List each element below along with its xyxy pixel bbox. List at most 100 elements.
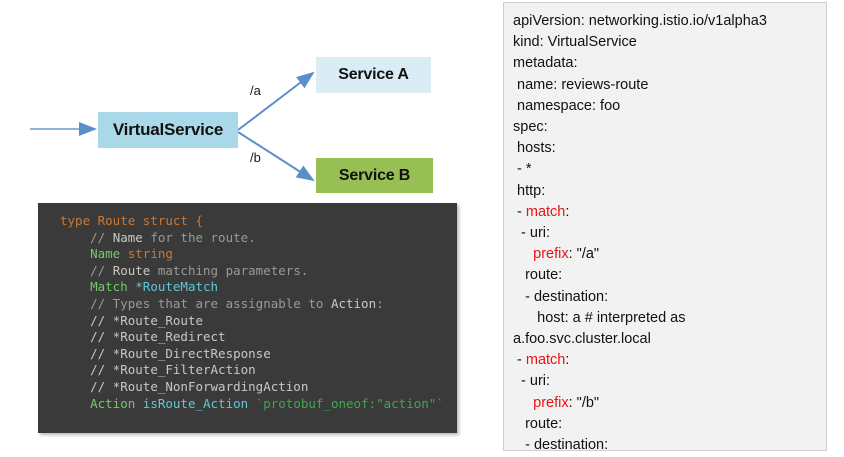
yaml-token: : "/a" — [568, 246, 600, 263]
yaml-token: match — [525, 203, 566, 220]
code-token — [60, 296, 90, 311]
yaml-line: metadata: — [513, 53, 826, 74]
yaml-line: name: reviews-route — [513, 75, 826, 96]
go-code-panel: type Route struct { // Name for the rout… — [38, 203, 457, 433]
code-token: : — [376, 295, 384, 311]
edge-label-path-b: /b — [250, 150, 261, 165]
code-token: // *Route_NonForwardingAction — [90, 378, 309, 394]
yaml-line: - match: — [513, 350, 826, 371]
code-token: // *Route_DirectResponse — [90, 345, 271, 361]
code-line: // *Route_Redirect — [60, 329, 457, 346]
yaml-line: apiVersion: networking.istio.io/v1alpha3 — [513, 11, 826, 32]
yaml-line: kind: VirtualService — [513, 32, 826, 53]
code-token — [60, 379, 90, 394]
yaml-line: - match: — [513, 202, 826, 223]
yaml-token — [513, 395, 533, 411]
yaml-token: - — [513, 203, 526, 220]
yaml-line: - uri: — [513, 371, 826, 392]
code-line: // *Route_FilterAction — [60, 362, 457, 379]
yaml-line: - uri: — [513, 223, 826, 244]
yaml-line: namespace: foo — [513, 96, 826, 117]
code-line: // Route matching parameters. — [60, 263, 457, 280]
yaml-token — [513, 246, 533, 262]
yaml-line: spec: — [513, 117, 826, 138]
code-line: // *Route_DirectResponse — [60, 346, 457, 363]
code-line: Action isRoute_Action `protobuf_oneof:"a… — [60, 396, 457, 413]
code-token: // *Route_Route — [90, 312, 203, 328]
code-line: Name string — [60, 246, 457, 263]
yaml-token: apiVersion: networking.istio.io/v1alpha3 — [513, 13, 767, 29]
code-token: `protobuf_oneof:"action"` — [255, 395, 444, 411]
yaml-token: - uri: — [513, 225, 551, 242]
node-service-b[interactable]: Service B — [316, 158, 433, 193]
code-token: *RouteMatch — [135, 279, 219, 295]
code-token: matching parameters. — [150, 262, 309, 278]
code-token — [60, 279, 90, 294]
code-line: // Name for the route. — [60, 230, 457, 247]
code-token — [60, 396, 90, 411]
code-line: type Route struct { — [60, 213, 457, 230]
node-virtualservice[interactable]: VirtualService — [98, 112, 238, 148]
code-token — [60, 329, 90, 344]
yaml-token: kind: VirtualService — [513, 34, 637, 51]
yaml-token: host: a # interpreted as — [513, 309, 686, 326]
code-token: Name — [90, 246, 121, 262]
yaml-token: prefix — [533, 246, 569, 263]
yaml-token: - — [513, 352, 526, 369]
code-token: // Types that are assignable to — [90, 295, 331, 311]
yaml-line: - * — [513, 159, 826, 180]
code-token: isRoute_Action — [142, 395, 249, 411]
node-service-a[interactable]: Service A — [316, 57, 431, 93]
code-token: Action — [330, 295, 377, 311]
code-token: // *Route_Redirect — [90, 329, 226, 345]
code-token — [135, 396, 143, 411]
yaml-token: a.foo.svc.cluster.local — [513, 331, 651, 348]
yaml-token: namespace: foo — [513, 97, 621, 114]
yaml-token: route: — [513, 415, 563, 432]
code-token — [60, 346, 90, 361]
code-token — [120, 246, 128, 261]
yaml-line: host: a # interpreted as — [513, 308, 826, 329]
code-token: Route — [112, 262, 151, 278]
code-token: Match — [90, 279, 128, 295]
yaml-token: metadata: — [513, 55, 578, 72]
yaml-token: - destination: — [513, 288, 609, 305]
code-token — [60, 313, 90, 328]
code-token — [60, 230, 90, 245]
yaml-token: route: — [513, 267, 563, 284]
code-token: for the route. — [142, 229, 256, 245]
code-token — [248, 396, 256, 411]
code-token: string — [127, 246, 173, 262]
code-token — [60, 263, 90, 278]
edge-arrow-a — [237, 71, 315, 131]
yaml-line: prefix: "/b" — [513, 393, 826, 414]
code-token: // *Route_FilterAction — [90, 362, 256, 378]
yaml-line: a.foo.svc.cluster.local — [513, 329, 826, 350]
yaml-line: hosts: — [513, 138, 826, 159]
code-line: Match *RouteMatch — [60, 279, 457, 296]
code-token: Action — [90, 395, 136, 411]
code-token — [60, 246, 90, 261]
code-line: // *Route_NonForwardingAction — [60, 379, 457, 396]
yaml-line: - destination: — [513, 287, 826, 308]
yaml-token: : "/b" — [568, 394, 600, 411]
yaml-token: hosts: — [513, 140, 556, 157]
code-token: // — [90, 262, 113, 278]
yaml-token: : — [565, 203, 570, 220]
architecture-diagram: VirtualService Service A Service B /a /b… — [30, 57, 457, 433]
yaml-line: - destination: — [513, 435, 826, 450]
yaml-line: http: — [513, 181, 826, 202]
yaml-token: spec: — [513, 119, 548, 136]
yaml-token: - uri: — [513, 373, 551, 390]
yaml-token: match — [525, 352, 566, 369]
code-token: type Route struct { — [60, 213, 203, 228]
yaml-line: route: — [513, 265, 826, 286]
code-line: // *Route_Route — [60, 313, 457, 330]
yaml-token: - * — [513, 161, 532, 178]
code-token: Name — [112, 229, 143, 245]
code-token: // — [90, 229, 113, 245]
code-token — [60, 362, 90, 377]
yaml-token: http: — [513, 182, 546, 199]
yaml-token: prefix — [533, 394, 569, 411]
yaml-line: route: — [513, 414, 826, 435]
